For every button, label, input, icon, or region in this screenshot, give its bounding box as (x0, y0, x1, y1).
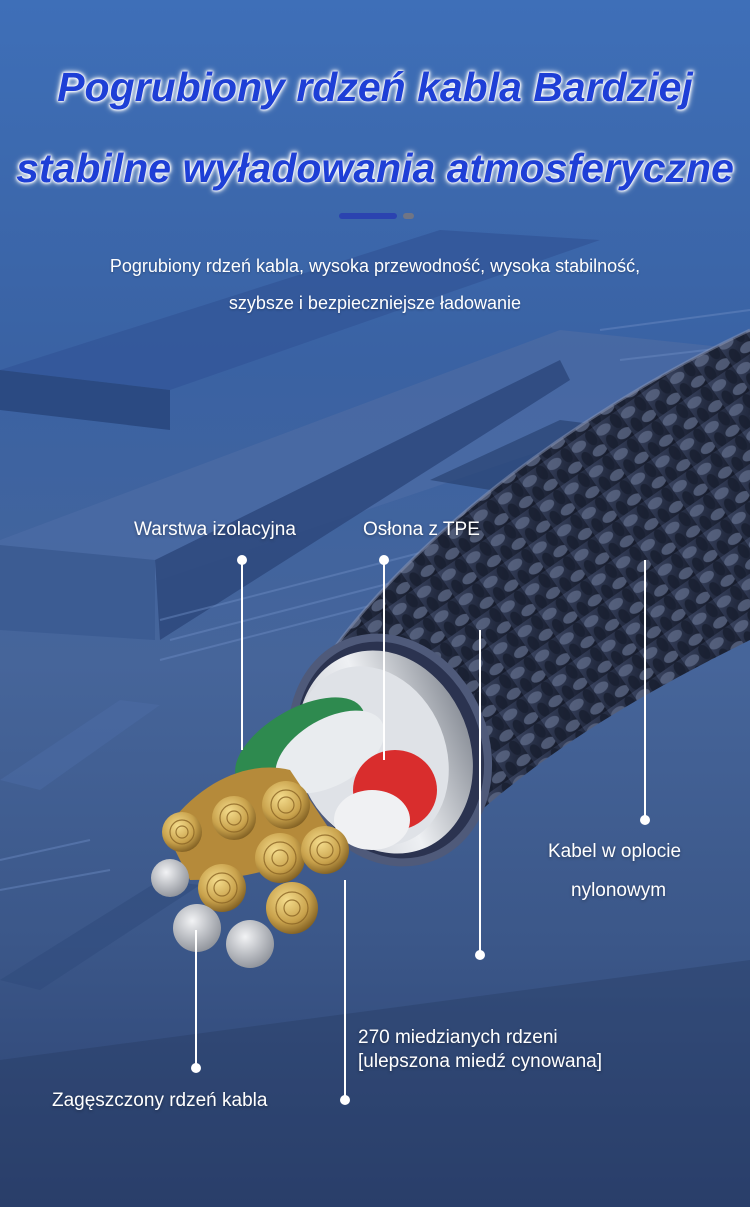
headline-line-2: stabilne wyładowania atmosferyczne (16, 145, 734, 191)
subtitle-line-1: Pogrubiony rdzeń kabla, wysoka przewodno… (109, 256, 641, 276)
callout-dense-core: Zagęszczony rdzeń kabla (52, 1090, 268, 1111)
callout-insulation-layer: Warstwa izolacyjna (134, 519, 296, 540)
decorative-divider-dot (403, 213, 414, 219)
callout-tpe-sheath: Osłona z TPE (363, 519, 480, 540)
callout-nylon-braid-line-1: Kabel w oplocie (548, 841, 682, 862)
headline-line-1: Pogrubiony rdzeń kabla Bardziej (57, 64, 693, 110)
callout-copper-cores-line-2: [ulepszona miedź cynowana] (358, 1051, 602, 1072)
callout-nylon-braid-line-2: nylonowym (571, 880, 667, 901)
decorative-divider-bar (339, 213, 397, 219)
callout-copper-cores-line-1: 270 miedzianych rdzeni (358, 1027, 558, 1048)
subtitle-line-2: szybsze i bezpieczniejsze ładowanie (228, 293, 522, 313)
